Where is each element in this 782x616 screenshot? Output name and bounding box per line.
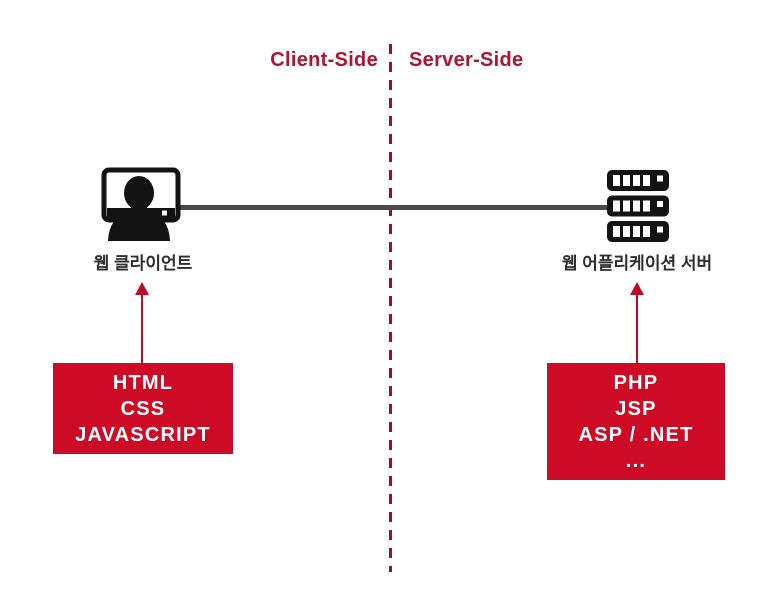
client-server-connection-line: [178, 205, 612, 210]
tech-item: JSP: [615, 397, 657, 420]
server-stack-icon: [607, 170, 669, 242]
tech-item: ...: [625, 449, 647, 472]
arrow-head: [630, 282, 644, 295]
server-arrow-up-icon: [630, 282, 644, 363]
server-tech-box: PHP JSP ASP / .NET ...: [547, 363, 725, 480]
tech-item: PHP: [613, 371, 659, 394]
arrow-shaft: [141, 292, 143, 363]
client-arrow-up-icon: [135, 282, 149, 363]
client-side-heading: Client-Side: [270, 49, 378, 71]
arrow-shaft: [636, 292, 638, 363]
client-label: 웹 클라이언트: [93, 254, 193, 273]
tech-item: HTML: [112, 371, 174, 394]
monitor-user-icon: [101, 167, 181, 241]
tech-item: ASP / .NET: [578, 423, 694, 446]
server-side-heading: Server-Side: [409, 49, 524, 71]
divider-dashed-line: [389, 44, 392, 572]
server-label: 웹 어플리케이션 서버: [561, 254, 713, 273]
client-tech-box: HTML CSS JAVASCRIPT: [53, 363, 233, 454]
arrow-head: [135, 282, 149, 295]
tech-item: CSS: [120, 397, 166, 420]
tech-item: JAVASCRIPT: [75, 423, 211, 446]
